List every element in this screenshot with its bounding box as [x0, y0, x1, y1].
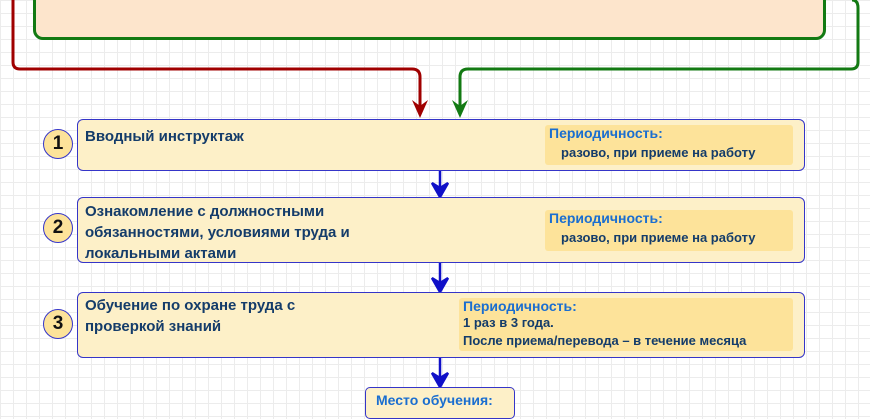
step-number-1: 1: [43, 129, 73, 159]
periodicity-label: Периодичность:: [549, 210, 663, 226]
periodicity-value: разово, при приеме на работу: [561, 145, 756, 160]
step-title: Вводный инструктаж: [85, 128, 244, 145]
red-connector: [11, 0, 422, 112]
connectors: [11, 0, 860, 390]
step-box-1: Вводный инструктаж Периодичность: разово…: [77, 119, 805, 171]
periodicity-panel: Периодичность: разово, при приеме на раб…: [545, 125, 793, 165]
periodicity-panel: Периодичность: разово, при приеме на раб…: [545, 210, 793, 251]
step-box-2: Ознакомление с должностными обязанностям…: [77, 197, 805, 263]
step-title: Ознакомление с должностными обязанностям…: [85, 203, 350, 262]
green-connector: [458, 0, 860, 112]
green-arrowhead: [452, 100, 468, 118]
step-number-2: 2: [43, 213, 73, 243]
training-location-label: Место обучения:: [376, 392, 493, 408]
periodicity-value: 1 раз в 3 года.: [463, 315, 554, 330]
training-location-box: Место обучения:: [365, 387, 515, 419]
periodicity-panel: Периодичность: 1 раз в 3 года. После при…: [459, 298, 793, 351]
step-title: Обучение по охране труда с проверкой зна…: [85, 297, 296, 335]
periodicity-label: Периодичность:: [463, 298, 577, 314]
step-number-3: 3: [43, 309, 73, 339]
periodicity-value: После приема/перевода – в течение месяца: [463, 333, 747, 348]
top-source-box: [33, 0, 826, 40]
periodicity-label: Периодичность:: [549, 125, 663, 141]
step-box-3: Обучение по охране труда с проверкой зна…: [77, 292, 805, 358]
red-arrowhead: [412, 100, 428, 118]
periodicity-value: разово, при приеме на работу: [561, 230, 756, 245]
